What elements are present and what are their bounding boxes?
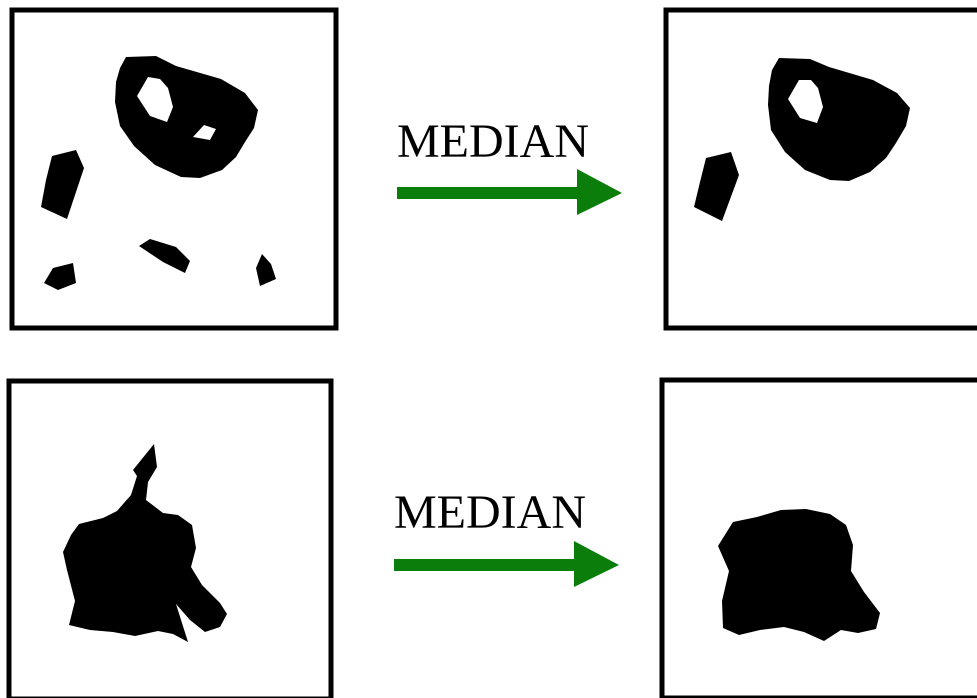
row-2: MEDIAN (9, 380, 977, 698)
arrow-right-icon (394, 541, 619, 587)
before-image-2 (9, 381, 331, 698)
arrow-right-icon (397, 169, 622, 215)
after-image-2 (662, 380, 977, 698)
row-1: MEDIAN (12, 10, 977, 328)
operation-label: MEDIAN (394, 486, 586, 539)
before-image-1 (12, 10, 336, 328)
operation-label: MEDIAN (397, 115, 589, 168)
after-image-1 (666, 10, 977, 328)
